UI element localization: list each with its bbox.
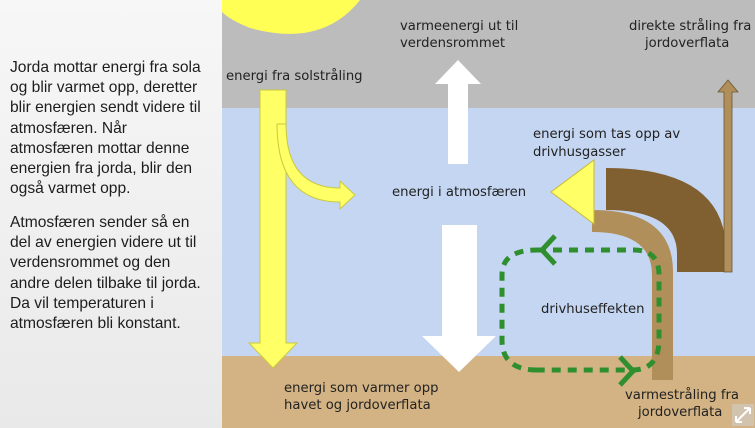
label-direct-1: direkte stråling fra	[629, 17, 751, 34]
label-solar: energi fra solstråling	[226, 67, 363, 84]
label-warms-1: energi som varmer opp	[284, 381, 438, 396]
intro-paragraph-2: Atmosfæren sender så en del av energien …	[10, 214, 201, 333]
solar-branch-arrow	[276, 123, 356, 211]
ground-radiation-arrow	[592, 210, 673, 380]
label-warms-2: havet og jordoverflata	[284, 398, 431, 413]
absorbed-energy-arrow	[606, 168, 726, 272]
greenhouse-effect-diagram: energi fra solstråling varmeenergi ut ti…	[222, 0, 755, 428]
label-direct-2: jordoverflata	[644, 36, 729, 51]
label-absorbed-2: drivhusgasser	[533, 145, 626, 160]
absorbed-energy-arrowhead	[550, 159, 595, 225]
sun-shape	[222, 0, 360, 34]
label-to-space-2: verdensrommet	[400, 36, 505, 51]
label-atmosphere: energi i atmosfæren	[392, 185, 526, 200]
greenhouse-loop-left	[499, 247, 538, 373]
heat-to-space-arrow	[435, 60, 481, 164]
greenhouse-loop-arrowhead-bottom	[618, 355, 637, 387]
label-ground-rad-2: jordoverflata	[637, 405, 722, 420]
expand-arrows-icon[interactable]	[732, 404, 754, 426]
intro-paragraph-1: Jorda mottar energi fra sola og blir var…	[10, 59, 201, 198]
description-panel: Jorda mottar energi fra sola og blir var…	[0, 0, 222, 428]
atmosphere-to-ground-arrow	[422, 225, 496, 372]
direct-radiation-arrow	[717, 79, 739, 273]
label-absorbed-1: energi som tas opp av	[533, 127, 680, 142]
label-greenhouse: drivhuseffekten	[541, 302, 644, 317]
greenhouse-loop-arrowhead-top	[538, 234, 557, 266]
label-to-space-1: varmeenergi ut til	[400, 19, 518, 34]
label-ground-rad-1: varmestråling fra	[625, 386, 739, 403]
